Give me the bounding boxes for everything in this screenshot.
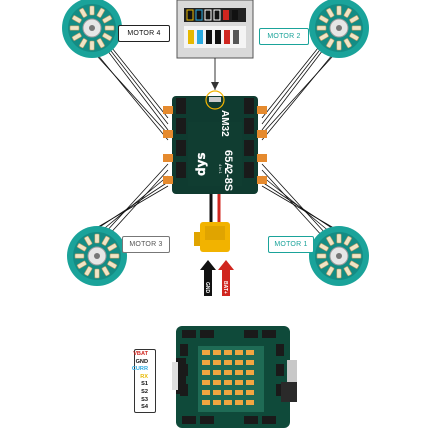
gnd-label: GND <box>204 282 210 294</box>
pin-vbat: VBAT <box>133 351 148 359</box>
motor-2-icon <box>309 0 369 58</box>
esc-firmware-text: AM32 <box>219 110 230 137</box>
connector-zoom-callout <box>177 0 253 90</box>
motor-3-label: MOTOR 3 <box>122 236 170 253</box>
motor-1-icon <box>309 226 369 286</box>
pin-curr: CURR <box>132 366 148 374</box>
pin-s2: S2 <box>141 389 148 397</box>
pin-s4: S4 <box>141 404 148 412</box>
bat-label: BAT+ <box>222 281 228 294</box>
esc-brand-text: dys <box>194 152 208 176</box>
esc-cells-text: 2-8S <box>222 168 234 191</box>
power-leads <box>194 194 230 252</box>
pin-s1: S1 <box>141 381 148 389</box>
esc-board-bottom-view <box>172 326 297 428</box>
pin-s3: S3 <box>141 397 148 405</box>
motor-2-label: MOTOR 2 <box>259 28 309 45</box>
motor-4-icon <box>62 0 122 58</box>
pin-gnd: GND <box>136 359 148 367</box>
esc-board <box>163 91 267 194</box>
motor-3-icon <box>67 226 127 286</box>
motor-1-label: MOTOR 1 <box>268 236 314 253</box>
motor-4-label: MOTOR 4 <box>118 25 170 42</box>
pin-rx: RX <box>140 374 148 382</box>
